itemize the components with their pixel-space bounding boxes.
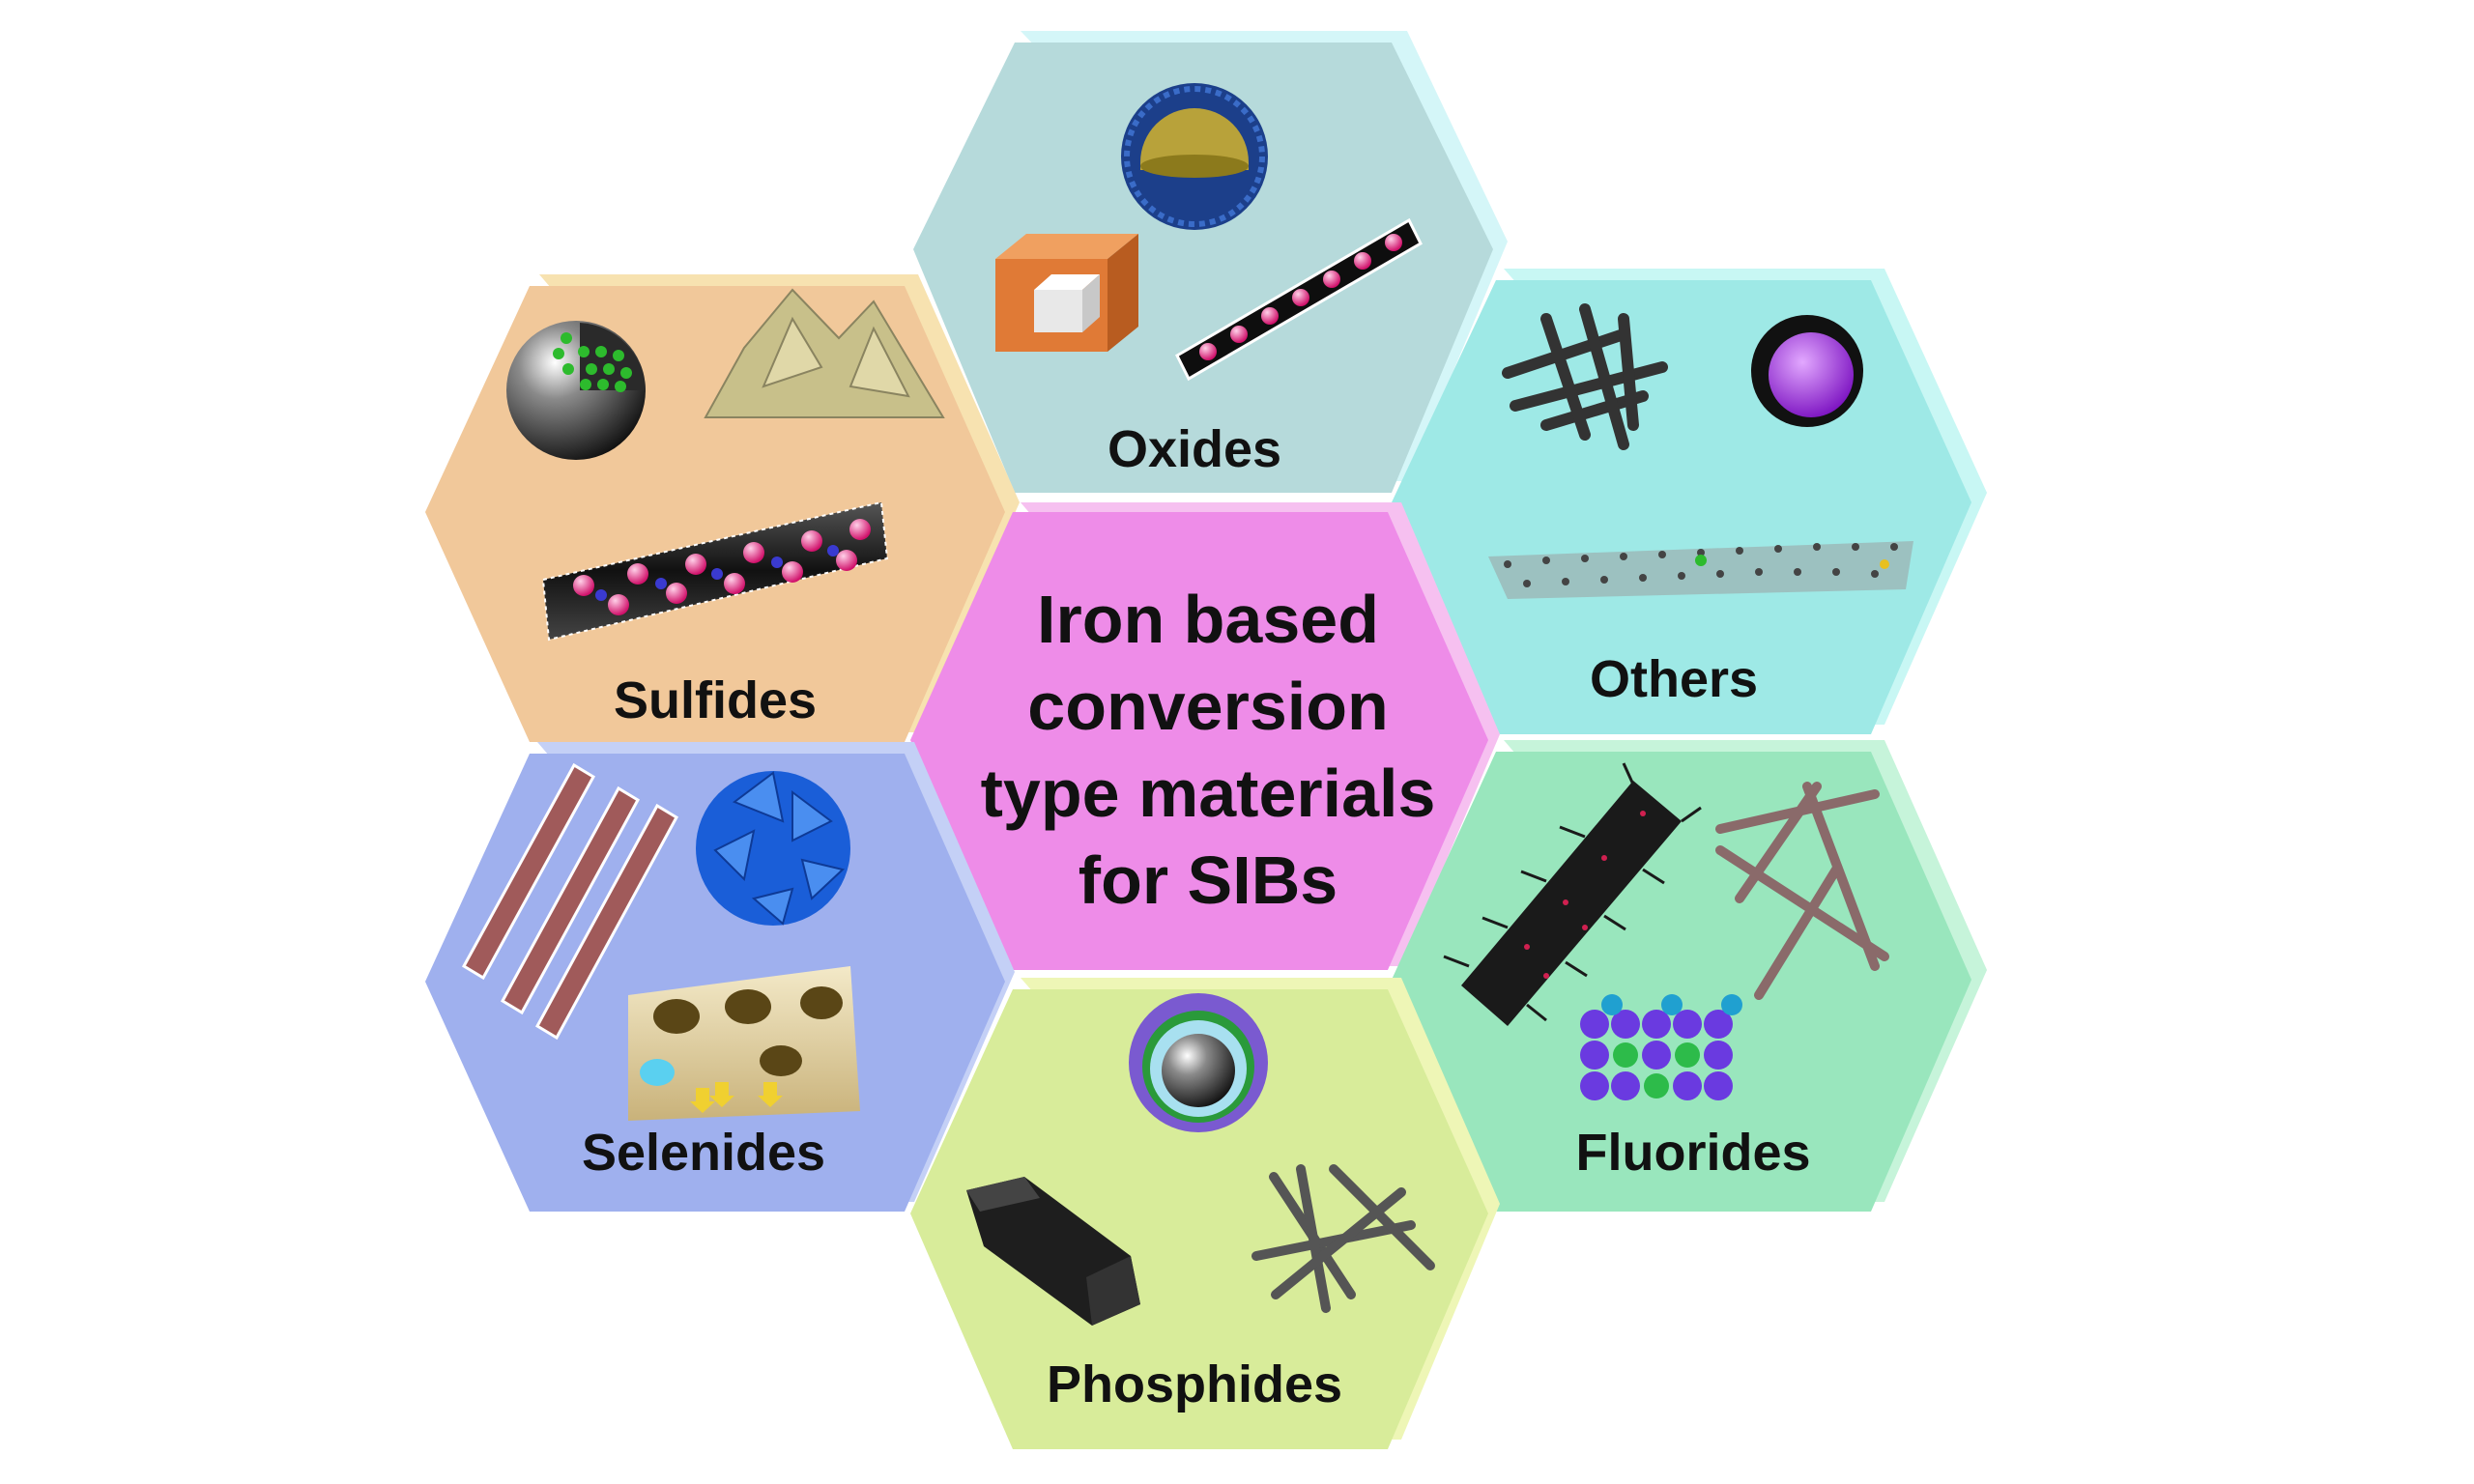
phosphides-core-shell <box>1129 993 1268 1132</box>
hex-oxides-face <box>913 43 1493 493</box>
label-sulfides: Sulfides <box>613 671 818 729</box>
hex-center <box>910 502 1500 970</box>
others-nanofiber-mesh <box>1502 303 1668 450</box>
hex-phosphides-face <box>910 989 1488 1449</box>
oxides-nanotube <box>1175 217 1423 382</box>
selenides-porous-film <box>628 966 860 1121</box>
hex-selenides-face <box>425 754 1005 1212</box>
center-title: Iron based conversion type materials for… <box>899 576 1517 924</box>
others-yolk-shell <box>1751 315 1863 427</box>
label-oxides: Oxides <box>1107 420 1282 478</box>
fluorides-spiky-rod <box>1443 762 1702 1026</box>
fluorides-nanofiber-network <box>1715 782 1889 1000</box>
sulfides-nanotube <box>541 500 889 642</box>
oxides-yolk-shell-sphere <box>1121 83 1268 230</box>
phosphides-polyhedron <box>966 1177 1140 1326</box>
center-title-line-4: for SIBs <box>1078 842 1338 918</box>
sulfides-hollow-sphere <box>506 321 646 460</box>
others-graphene-sheet <box>1488 541 1913 599</box>
center-title-line-1: Iron based <box>1037 582 1379 657</box>
selenides-nanorods <box>461 762 679 1041</box>
selenides-flower <box>696 771 850 926</box>
center-title-line-2: conversion <box>1027 669 1389 744</box>
hex-center-face <box>910 512 1488 970</box>
oxides-cube <box>995 234 1138 352</box>
phosphides-nanowires <box>1251 1164 1435 1313</box>
center-title-line-3: type materials <box>980 756 1436 831</box>
label-others: Others <box>1589 650 1759 708</box>
hex-fluorides-face <box>1392 752 1971 1212</box>
label-selenides: Selenides <box>581 1124 826 1182</box>
sulfides-framework <box>704 288 945 418</box>
fluorides-crystal-lattice <box>1580 994 1742 1100</box>
label-fluorides: Fluorides <box>1575 1124 1811 1182</box>
label-phosphides: Phosphides <box>1046 1356 1343 1413</box>
